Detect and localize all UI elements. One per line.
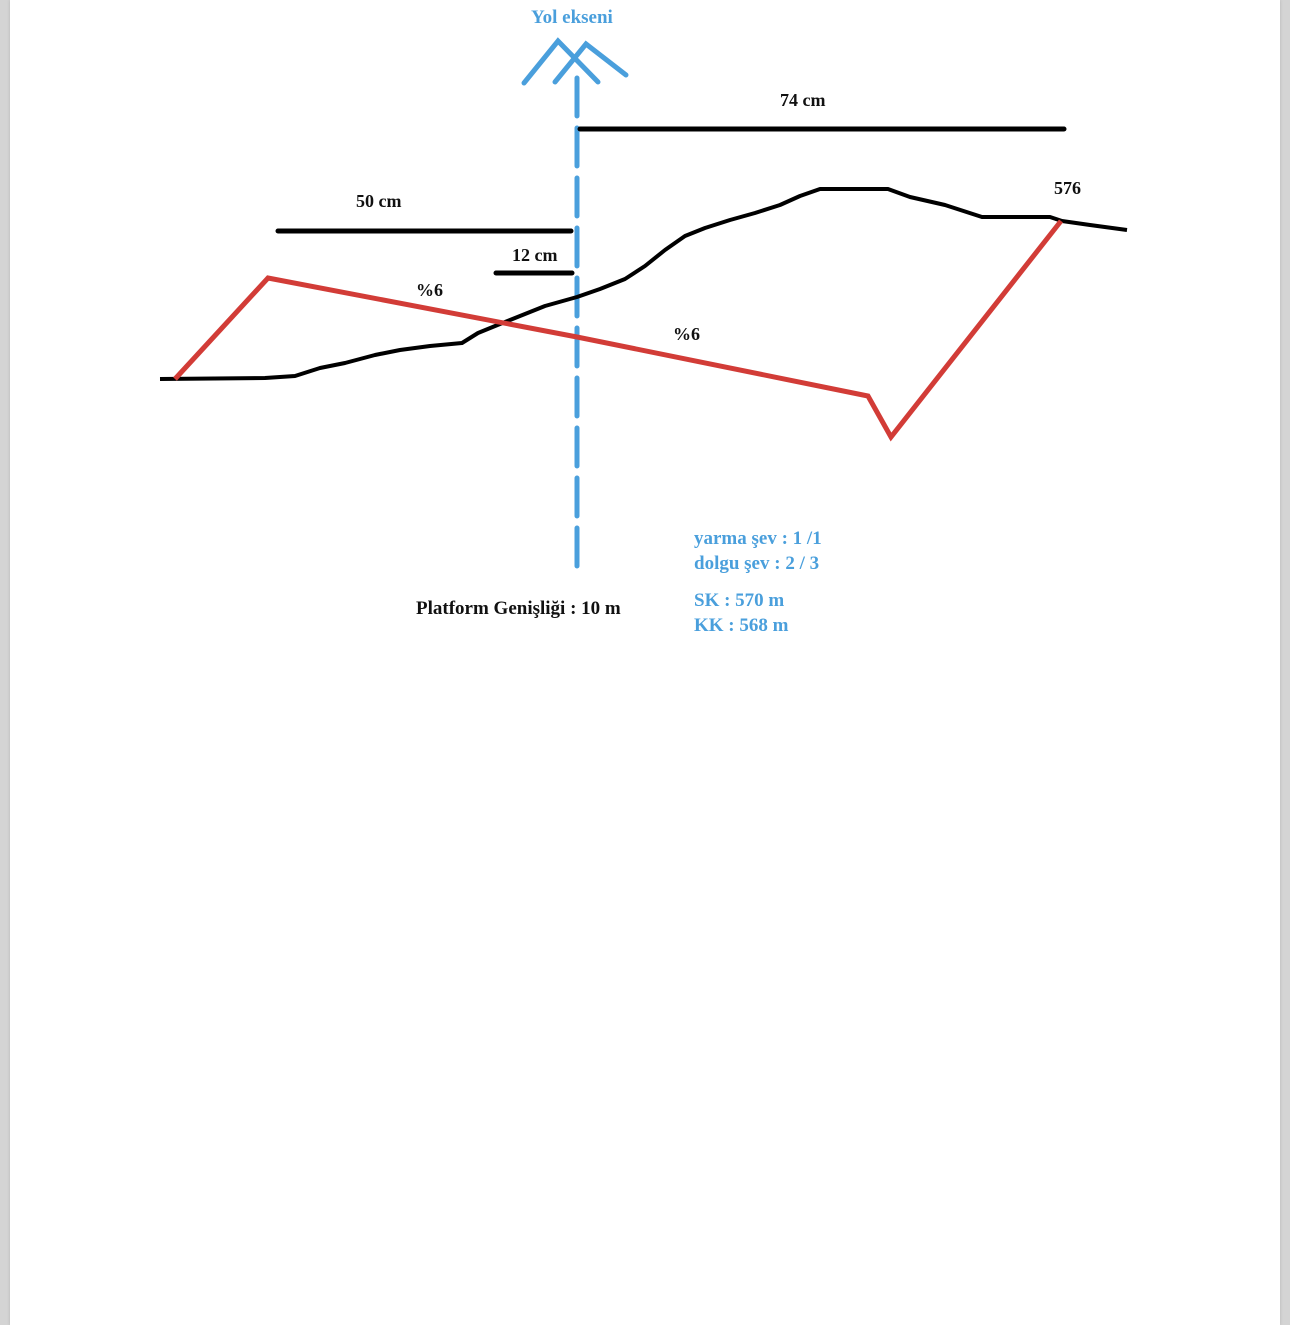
elevation-label: 576 bbox=[1054, 178, 1081, 198]
platform-width-label: Platform Genişliği : 10 m bbox=[416, 598, 621, 619]
kk-elevation-text: KK : 568 m bbox=[694, 615, 789, 636]
elevation-info-block: SK : 570 m KK : 568 m bbox=[694, 588, 788, 638]
road-axis-arrow-icon bbox=[521, 37, 629, 86]
dimension-label-50cm: 50 cm bbox=[356, 191, 402, 211]
slope-info-block: yarma şev : 1 /1 dolgu şev : 2 / 3 bbox=[694, 526, 822, 576]
road-axis-title: Yol ekseni bbox=[531, 7, 613, 28]
document-page: Yol ekseni 74 cm 50 cm 12 cm %6 %6 576 P… bbox=[10, 0, 1280, 1325]
dimension-label-74cm: 74 cm bbox=[780, 90, 826, 110]
slope-label-left: %6 bbox=[416, 280, 443, 300]
slope-label-right: %6 bbox=[673, 324, 700, 344]
dimension-label-12cm: 12 cm bbox=[512, 245, 558, 265]
natural-ground-line bbox=[159, 187, 1128, 381]
road-section-line bbox=[173, 219, 1063, 442]
sk-elevation-text: SK : 570 m bbox=[694, 590, 785, 611]
fill-slope-text: dolgu şev : 2 / 3 bbox=[694, 553, 820, 574]
cut-slope-text: yarma şev : 1 /1 bbox=[694, 528, 822, 549]
